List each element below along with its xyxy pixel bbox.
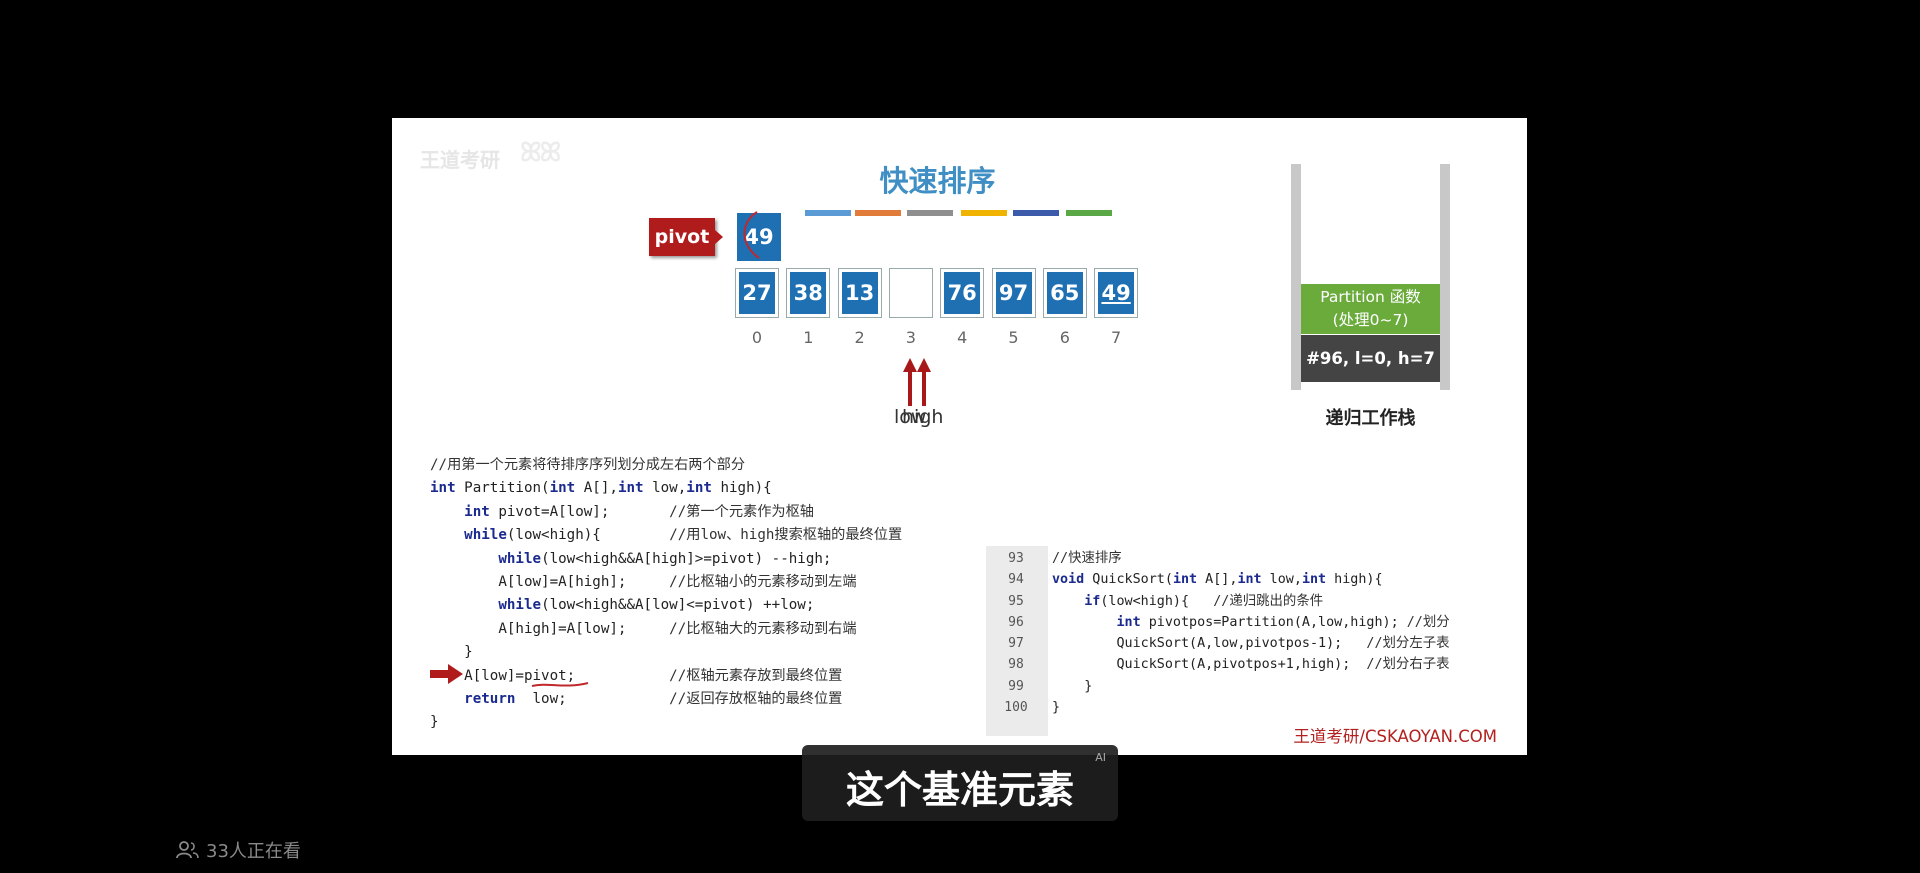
line-number: 99 bbox=[1008, 678, 1024, 694]
pivot-value: 49 bbox=[744, 225, 774, 249]
color-bar-1 bbox=[805, 210, 851, 216]
watermark-bili-icon: ꕤꕤ bbox=[520, 138, 561, 168]
code-line: int pivot=A[low]; //第一个元素作为枢轴 bbox=[464, 503, 814, 520]
array-cell-value: 38 bbox=[790, 272, 827, 314]
stack-left-wall bbox=[1291, 164, 1301, 390]
subtitle-box: 这个基准元素 AI bbox=[802, 745, 1118, 821]
array-cell: 97 bbox=[991, 268, 1036, 318]
array-cell-value: 27 bbox=[739, 272, 775, 314]
line-number: 98 bbox=[1008, 657, 1024, 673]
code-line: if(low<high){ //递归跳出的条件 bbox=[1084, 593, 1324, 609]
line-number: 94 bbox=[1008, 572, 1024, 588]
footer-brand: 王道考研/CSKAOYAN.COM bbox=[1293, 727, 1497, 746]
code-line: } bbox=[1052, 700, 1061, 716]
code-line: int Partition(int A[],int low,int high){ bbox=[430, 480, 772, 497]
array-cell: 76 bbox=[940, 268, 985, 318]
code-line: void QuickSort(int A[],int low,int high)… bbox=[1052, 572, 1383, 588]
color-bar-6 bbox=[1066, 210, 1112, 216]
code-line: QuickSort(A,low,pivotpos-1); //划分左子表 bbox=[1052, 636, 1450, 652]
array-cell: 27 bbox=[735, 268, 779, 318]
stack-frame-args-text: #96, l=0, h=7 bbox=[1306, 349, 1435, 368]
code-line: } bbox=[430, 714, 439, 731]
code-line: while(low<high){ //用low、high搜索枢轴的最终位置 bbox=[464, 527, 903, 544]
line-number: 96 bbox=[1008, 614, 1024, 630]
code-line: //快速排序 bbox=[1052, 551, 1122, 566]
code-line: A[low]=A[high]; //比枢轴小的元素移动到左端 bbox=[430, 574, 857, 591]
quicksort-code-panel: 93 94 95 96 97 98 99 100 //快速排序 void QuickSort(i… bbox=[986, 546, 1466, 736]
pivot-annotation-stroke bbox=[743, 211, 760, 259]
viewers-count: 33人正在看 bbox=[206, 841, 301, 862]
stack-caption: 递归工作栈 bbox=[1325, 408, 1416, 429]
pivot-label: pivot bbox=[654, 226, 710, 248]
code-line: QuickSort(A,pivotpos+1,high); //划分右子表 bbox=[1052, 657, 1450, 673]
array-index: 6 bbox=[1059, 328, 1070, 347]
stack-frame-subtitle: (处理0~7) bbox=[1332, 311, 1409, 329]
array-cell-value: 76 bbox=[944, 272, 981, 314]
array-cell: 38 bbox=[786, 268, 831, 318]
code-line: int pivotpos=Partition(A,low,high); //划分 bbox=[1116, 614, 1450, 630]
pivot-tag: pivot bbox=[649, 218, 715, 256]
code-line: //用第一个元素将待排序序列划分成左右两个部分 bbox=[430, 457, 746, 473]
pivot-underline-stroke bbox=[531, 682, 589, 687]
array-cell-value: 49 bbox=[1098, 272, 1135, 314]
watermark-logo: 王道考研 bbox=[420, 148, 500, 172]
pointer-label-low: low bbox=[894, 406, 927, 428]
line-number: 95 bbox=[1008, 593, 1024, 609]
color-bar-4 bbox=[961, 210, 1007, 216]
code-line: while(low<high&&A[high]>=pivot) --high; bbox=[498, 550, 832, 567]
line-number: 97 bbox=[1008, 636, 1024, 652]
stack-frame-args: #96, l=0, h=7 bbox=[1301, 335, 1440, 382]
array-cell-value: 97 bbox=[995, 272, 1032, 314]
array-cell-value: 13 bbox=[841, 272, 878, 314]
subtitle-text: 这个基准元素 bbox=[845, 768, 1074, 812]
code-line: while(low<high&&A[low]<=pivot) ++low; bbox=[498, 597, 815, 614]
line-numbers: 93 94 95 96 97 98 99 100 bbox=[986, 548, 1046, 718]
array-cell: 49 bbox=[1094, 268, 1139, 318]
array-index: 5 bbox=[1008, 328, 1019, 347]
current-line-arrow bbox=[430, 664, 463, 684]
line-number: 100 bbox=[1004, 700, 1028, 716]
array-cell-value: 65 bbox=[1046, 272, 1083, 314]
stack-right-wall bbox=[1440, 164, 1450, 390]
line-number: 93 bbox=[1008, 551, 1024, 566]
pivot-tag-pointer bbox=[715, 230, 723, 244]
color-bar-3 bbox=[907, 210, 953, 216]
ai-badge: AI bbox=[1095, 751, 1106, 764]
viewers-indicator: 33人正在看 bbox=[176, 838, 301, 862]
viewers-icon bbox=[176, 841, 199, 859]
code-line: A[low]=pivot; //枢轴元素存放到最终位置 bbox=[430, 667, 843, 684]
array-cell: 65 bbox=[1042, 268, 1087, 318]
array-index: 1 bbox=[803, 328, 814, 347]
array-cell bbox=[888, 268, 933, 318]
page-title: 快速排序 bbox=[879, 164, 996, 198]
code-line: return low; //返回存放枢轴的最终位置 bbox=[464, 691, 843, 708]
low-high-pointer-arrows bbox=[903, 358, 931, 406]
array-index: 0 bbox=[751, 328, 763, 347]
stack-frame-title: Partition 函数 bbox=[1320, 288, 1421, 306]
pointer-label-high: high bbox=[902, 406, 944, 428]
array-index: 7 bbox=[1111, 328, 1122, 347]
color-bar-2 bbox=[855, 210, 901, 216]
code-line: A[high]=A[low]; //比枢轴大的元素移动到右端 bbox=[430, 620, 857, 637]
quicksort-code: //快速排序 void QuickSort(int A[],int low,int… bbox=[1052, 548, 1450, 718]
stack-frame-partition: Partition 函数 (处理0~7) bbox=[1301, 284, 1440, 334]
array-index: 3 bbox=[905, 328, 916, 347]
code-line: } bbox=[430, 644, 473, 661]
array-index: 4 bbox=[957, 328, 968, 347]
array-cell: 13 bbox=[837, 268, 882, 318]
array-index: 2 bbox=[854, 328, 865, 347]
color-bar-5 bbox=[1013, 210, 1059, 216]
code-line: } bbox=[1052, 678, 1093, 694]
partition-code-block: //用第一个元素将待排序序列划分成左右两个部分 int Partition(int… bbox=[430, 454, 902, 735]
line-number-gutter bbox=[986, 546, 1048, 736]
